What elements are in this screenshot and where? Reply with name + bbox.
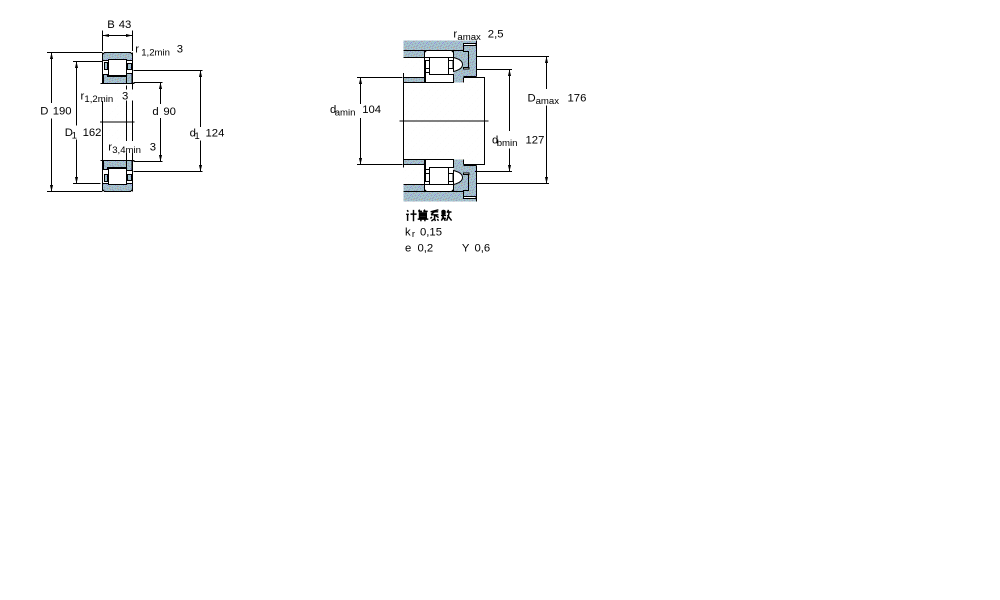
svg-text:r: r: [453, 29, 457, 41]
svg-text:amin: amin: [335, 108, 356, 119]
svg-text:3: 3: [122, 91, 128, 103]
svg-text:k: k: [405, 226, 411, 238]
svg-text:e: e: [405, 242, 411, 254]
svg-text:124: 124: [206, 128, 225, 140]
svg-text:127: 127: [526, 134, 545, 146]
svg-text:0,2: 0,2: [418, 242, 434, 254]
svg-text:162: 162: [83, 127, 102, 139]
svg-text:104: 104: [362, 104, 381, 116]
svg-text:3: 3: [177, 44, 183, 56]
svg-text:Y: Y: [462, 242, 470, 254]
svg-text:r: r: [135, 44, 139, 56]
svg-text:d: d: [152, 106, 158, 118]
svg-text:bmin: bmin: [497, 138, 518, 149]
svg-text:3: 3: [150, 142, 156, 154]
svg-text:D: D: [65, 127, 73, 139]
svg-text:1,2min: 1,2min: [141, 47, 170, 58]
svg-text:d: d: [190, 128, 196, 140]
svg-text:176: 176: [568, 92, 587, 104]
svg-text:amax: amax: [457, 32, 481, 43]
svg-text:1: 1: [72, 131, 77, 142]
svg-text:90: 90: [163, 106, 176, 118]
svg-text:1: 1: [194, 131, 199, 142]
svg-text:2,5: 2,5: [488, 29, 504, 41]
svg-text:0,6: 0,6: [475, 242, 491, 254]
svg-text:amax: amax: [536, 96, 560, 107]
svg-text:d: d: [330, 104, 336, 116]
svg-text:D: D: [528, 92, 536, 104]
svg-text:190: 190: [53, 106, 72, 118]
svg-text:d: d: [492, 134, 498, 146]
svg-text:0,15: 0,15: [420, 226, 442, 238]
svg-text:B: B: [107, 19, 115, 31]
svg-text:43: 43: [119, 19, 132, 31]
svg-text:r: r: [81, 91, 85, 103]
svg-text:3,4min: 3,4min: [112, 145, 141, 156]
svg-text:D: D: [40, 106, 48, 118]
svg-text:1,2min: 1,2min: [84, 94, 113, 105]
svg-text:r: r: [108, 142, 112, 154]
svg-text:r: r: [412, 229, 416, 240]
